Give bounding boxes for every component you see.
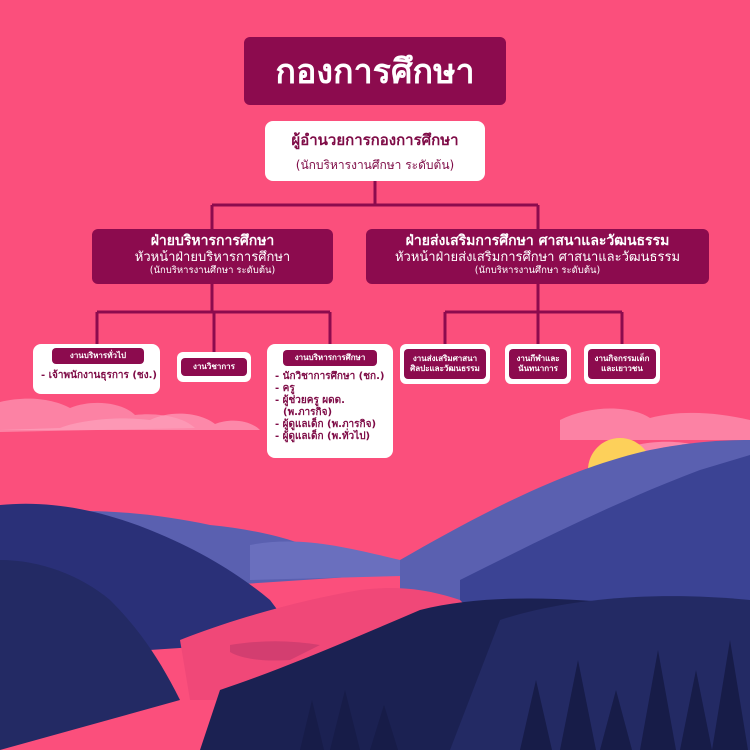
director-box: ผู้อำนวยการกองการศึกษา (นักบริหารงานศึกษ… xyxy=(265,121,485,181)
forest-front-right xyxy=(450,596,750,750)
unit-youth-line-1: งานกิจกรรมเด็ก xyxy=(594,354,650,363)
division-admin-head: หัวหน้าฝ่ายบริหารการศึกษา xyxy=(134,250,291,265)
staff-item: - ผู้ช่วยครู ผดด. xyxy=(275,395,345,406)
cloud-right xyxy=(560,408,750,440)
division-promotion-name: ฝ่ายส่งเสริมการศึกษา ศาสนาและวัฒนธรรม xyxy=(405,233,670,249)
unit-general-admin-card: งานบริหารทั่วไป - เจ้าพนักงานธุรการ (ชง.… xyxy=(33,344,160,394)
unit-youth-card: งานกิจกรรมเด็ก และเยาวชน xyxy=(584,344,660,384)
unit-youth-label: งานกิจกรรมเด็ก และเยาวชน xyxy=(588,349,656,379)
division-admin-name: ฝ่ายบริหารการศึกษา xyxy=(150,233,275,249)
staff-item: - เจ้าพนักงานธุรการ (ชง.) xyxy=(41,370,157,381)
director-title: ผู้อำนวยการกองการศึกษา xyxy=(291,131,459,149)
division-admin-box: ฝ่ายบริหารการศึกษา หัวหน้าฝ่ายบริหารการศ… xyxy=(92,229,333,284)
lake-strip xyxy=(230,641,320,661)
unit-general-admin-label: งานบริหารทั่วไป xyxy=(52,348,144,364)
unit-religion-culture-line-1: งานส่งเสริมศาสนา xyxy=(412,354,478,363)
unit-education-admin-label: งานบริหารการศึกษา xyxy=(283,350,377,366)
unit-education-admin-staff-list: - นักวิชาการศึกษา (ชก.) - ครู - ผู้ช่วยค… xyxy=(275,371,384,443)
staff-item: - ผู้ดูแลเด็ก (พ.ภารกิจ) xyxy=(275,419,377,430)
unit-academic-card: งานวิชาการ xyxy=(177,352,251,382)
division-promotion-box: ฝ่ายส่งเสริมการศึกษา ศาสนาและวัฒนธรรม หั… xyxy=(366,229,709,284)
unit-religion-culture-label: งานส่งเสริมศาสนา ศิลปะและวัฒนธรรม xyxy=(404,349,486,379)
unit-religion-culture-line-2: ศิลปะและวัฒนธรรม xyxy=(410,364,480,373)
tree-silhouettes xyxy=(300,640,748,750)
division-admin-level: (นักบริหารงานศึกษา ระดับต้น) xyxy=(149,265,276,276)
unit-sports-card: งานกีฬาและ นันทนาการ xyxy=(505,344,571,384)
page-title: กองการศึกษา xyxy=(244,37,506,105)
river xyxy=(180,588,480,700)
mountain-far-center xyxy=(250,541,440,580)
mountain-left-front xyxy=(0,560,180,750)
staff-item: - ผู้ดูแลเด็ก (พ.ทั่วไป) xyxy=(275,431,371,442)
unit-sports-line-1: งานกีฬาและ xyxy=(516,354,560,363)
unit-general-admin-staff-list: - เจ้าพนักงานธุรการ (ชง.) xyxy=(41,370,157,382)
unit-youth-line-2: และเยาวชน xyxy=(601,364,643,373)
staff-item: - นักวิชาการศึกษา (ชก.) xyxy=(275,371,385,382)
cloud-left-2 xyxy=(0,413,260,430)
unit-academic-label: งานวิชาการ xyxy=(181,358,247,376)
staff-item: - ครู xyxy=(275,383,295,394)
connector-lines xyxy=(95,181,624,352)
division-promotion-level: (นักบริหารงานศึกษา ระดับต้น) xyxy=(474,265,601,276)
unit-sports-label: งานกีฬาและ นันทนาการ xyxy=(509,349,567,379)
unit-religion-culture-card: งานส่งเสริมศาสนา ศิลปะและวัฒนธรรม xyxy=(400,344,490,384)
division-promotion-head: หัวหน้าฝ่ายส่งเสริมการศึกษา ศาสนาและวัฒน… xyxy=(394,250,681,265)
staff-item: (พ.ภารกิจ) xyxy=(283,407,333,418)
unit-education-admin-card: งานบริหารการศึกษา - นักวิชาการศึกษา (ชก.… xyxy=(267,344,393,458)
unit-sports-line-2: นันทนาการ xyxy=(518,364,558,373)
director-level: (นักบริหารงานศึกษา ระดับต้น) xyxy=(295,158,455,172)
